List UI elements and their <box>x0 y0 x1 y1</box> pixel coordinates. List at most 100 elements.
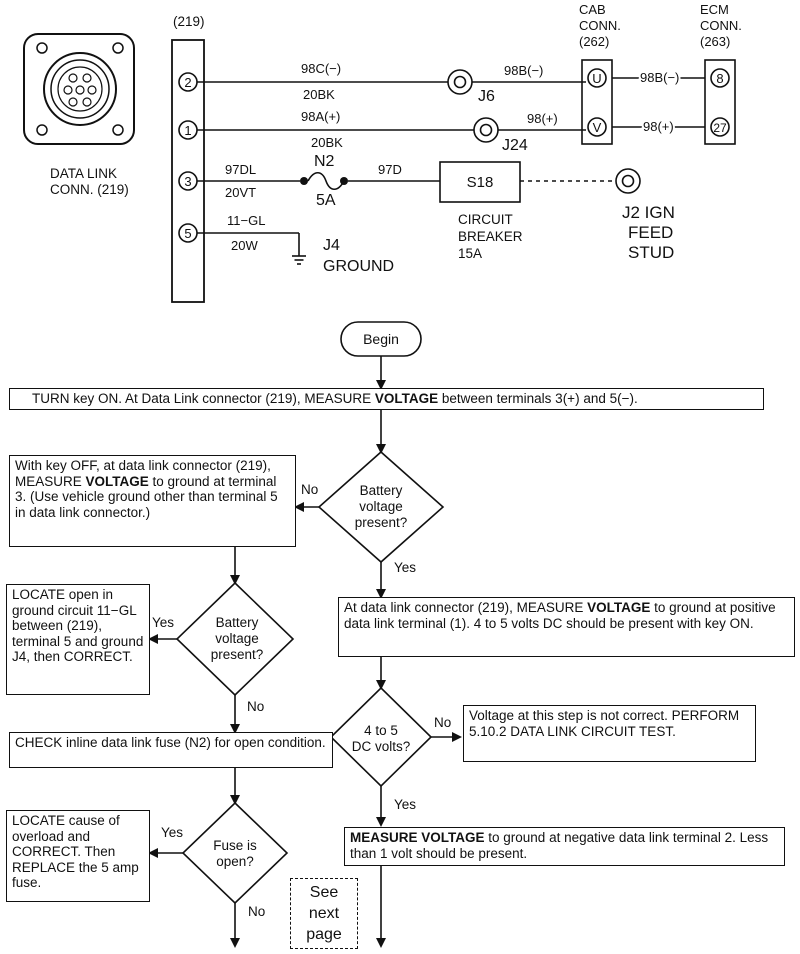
ecm-conn-label-line1: ECM <box>700 2 729 17</box>
right1-text-post: to ground at positive data link terminal… <box>344 600 776 631</box>
not-correct-text: Voltage at this step is not correct. PER… <box>469 708 740 739</box>
wire-98b-left-label: 98B(−) <box>504 63 543 78</box>
locate-open-text: LOCATE open in ground circuit 11−GL betw… <box>12 587 144 664</box>
stud-label-line1: J2 IGN <box>622 203 675 222</box>
right1-text-bold: VOLTAGE <box>587 600 651 615</box>
d4-yes-label: Yes <box>161 825 183 840</box>
wire-20vt-label: 20VT <box>225 185 256 200</box>
d2-yes-label: Yes <box>152 615 174 630</box>
wire-98-plus-right-label: 98(+) <box>643 119 674 134</box>
wire-98-plus-left-label: 98(+) <box>527 111 558 126</box>
breaker-s18 <box>439 161 521 203</box>
cab-conn-label-line2: CONN. <box>579 18 621 33</box>
left1-box: With key OFF, at data link connector (21… <box>9 455 296 547</box>
step1-text-post: between terminals 3(+) and 5(−). <box>438 391 638 406</box>
decision-2-line1: Battery <box>216 615 259 630</box>
cab-conn-label-line3: (262) <box>579 34 609 49</box>
wire-11gl-label: 11−GL <box>227 213 265 228</box>
locate-overload-text: LOCATE cause of overload and CORRECT. Th… <box>12 813 139 890</box>
wire-97d-label: 97D <box>378 162 402 177</box>
wire-97dl-label: 97DL <box>225 162 256 177</box>
ecm-connector-263 <box>704 59 736 145</box>
decision-1-line3: present? <box>355 515 408 530</box>
stud-label-line2: FEED <box>628 223 673 242</box>
cab-pin-u <box>587 68 607 88</box>
see-next-line2: next <box>308 905 340 922</box>
stud-label-line3: STUD <box>628 243 674 262</box>
terminal-3-label: 3 <box>184 174 191 189</box>
d1-yes-label: Yes <box>394 560 416 575</box>
left1-text-pre: With key OFF, at data link connector (21… <box>15 458 271 489</box>
locate-open-box: LOCATE open in ground circuit 11−GL betw… <box>6 584 150 695</box>
d4-no-label: No <box>248 904 265 919</box>
data-link-label-line1: DATA LINK <box>50 166 117 181</box>
ground-label-line2: GROUND <box>323 258 394 275</box>
ign-feed-stud-icon <box>615 168 641 194</box>
splice-j24 <box>473 117 499 143</box>
decision-4-line2: open? <box>216 854 254 869</box>
see-next-line1: See <box>309 884 339 901</box>
connector-header: (219) <box>173 14 205 29</box>
not-correct-box: Voltage at this step is not correct. PER… <box>463 705 756 762</box>
check-fuse-text: CHECK inline data link fuse (N2) for ope… <box>15 735 326 750</box>
begin-label: Begin <box>363 331 399 347</box>
ign-feed-stud-inner <box>621 174 635 188</box>
decision-3-line2: DC volts? <box>352 739 411 754</box>
terminal-5-label: 5 <box>184 226 191 241</box>
cab-conn-label-line1: CAB <box>579 2 606 17</box>
fuse-rating: 5A <box>316 192 336 209</box>
see-next-page-box: See next page <box>290 878 358 949</box>
breaker-label-line1: CIRCUIT <box>458 212 513 227</box>
ecm-pin-8-label: 8 <box>716 71 723 86</box>
decision-1-line1: Battery <box>360 483 403 498</box>
decision-2-line3: present? <box>211 647 264 662</box>
step1-text-bold: VOLTAGE <box>374 391 439 406</box>
measure-neg-text-post: to ground at negative data link terminal… <box>350 830 769 861</box>
measure-neg-text-bold: MEASURE VOLTAGE <box>350 830 485 845</box>
wire-98b-right-label: 98B(−) <box>640 70 679 85</box>
ecm-pin-8 <box>710 68 730 88</box>
right1-box: At data link connector (219), MEASURE VO… <box>338 597 795 657</box>
fuse-name: N2 <box>314 153 335 170</box>
wire-20bk-b-label: 20BK <box>311 135 343 150</box>
ecm-conn-label-line3: (263) <box>700 34 730 49</box>
decision-1-line2: voltage <box>359 499 403 514</box>
decision-4-line1: Fuse is <box>213 838 257 853</box>
connector-219-body <box>171 39 205 303</box>
splice-j6-label: J6 <box>478 88 495 105</box>
decision-3-line1: 4 to 5 <box>364 723 398 738</box>
splice-j24-inner <box>479 123 493 137</box>
splice-j24-label: J24 <box>502 137 528 154</box>
left1-text-post: to ground at terminal 3. (Use vehicle gr… <box>15 473 278 520</box>
measure-neg-box: MEASURE VOLTAGE to ground at negative da… <box>344 827 785 866</box>
ground-icon <box>292 255 306 265</box>
data-link-label-line2: CONN. (219) <box>50 182 129 197</box>
terminal-1-label: 1 <box>184 123 191 138</box>
locate-overload-box: LOCATE cause of overload and CORRECT. Th… <box>6 810 150 902</box>
d2-no-label: No <box>247 699 264 714</box>
d1-no-label: No <box>301 482 318 497</box>
wire-20w-label: 20W <box>231 238 258 253</box>
cab-pin-v <box>587 117 607 137</box>
decision-4-diamond <box>181 801 289 905</box>
step1-text-pre: TURN key ON. At Data Link connector (219… <box>32 391 375 406</box>
decision-2-line2: voltage <box>215 631 259 646</box>
left1-text-bold: VOLTAGE <box>85 473 149 489</box>
fuse-n2-icon <box>300 171 348 191</box>
terminal-2-label: 2 <box>184 75 191 90</box>
data-link-connector-icon <box>23 33 135 145</box>
cab-pin-u-label: U <box>592 71 601 86</box>
check-fuse-box: CHECK inline data link fuse (N2) for ope… <box>9 732 333 768</box>
breaker-label-line3: 15A <box>458 246 482 261</box>
wire-98a-label: 98A(+) <box>301 109 340 124</box>
d3-no-label: No <box>434 715 451 730</box>
splice-j6-inner <box>453 75 467 89</box>
splice-j6 <box>447 69 473 95</box>
ecm-conn-label-line2: CONN. <box>700 18 742 33</box>
d3-yes-label: Yes <box>394 797 416 812</box>
breaker-id: S18 <box>467 174 494 191</box>
ecm-pin-27 <box>710 117 730 137</box>
cab-pin-v-label: V <box>593 120 602 135</box>
breaker-label-line2: BREAKER <box>458 229 523 244</box>
